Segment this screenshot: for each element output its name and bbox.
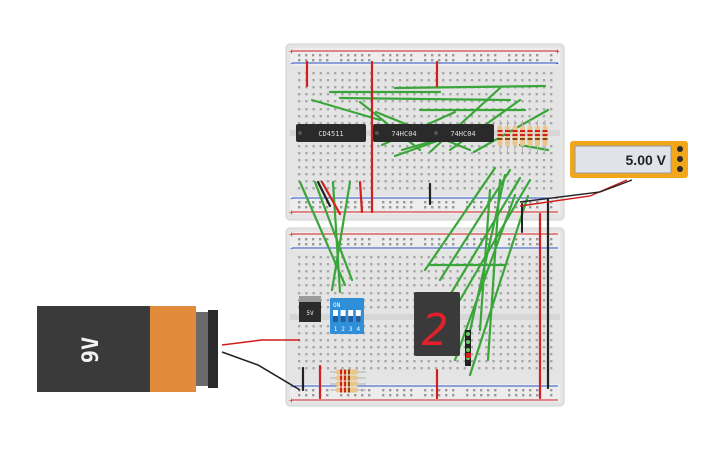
rail-signs: + - + - - + + - - + [289,47,560,405]
resistor-array[interactable] [497,120,548,152]
meter-reading: 5.00 V [626,152,667,168]
resistor [336,375,358,381]
chip-label: CD4511 [318,130,343,138]
svg-text:+: + [289,208,294,217]
battery-label: 9V [79,337,104,364]
chip-label: 74HC04 [391,130,416,138]
pin-header[interactable] [465,330,471,366]
terminal-com-icon [677,166,683,172]
svg-text:-: - [289,244,294,253]
resistor [336,369,358,375]
terminal-v-icon [677,156,683,162]
dip-position-label: 4 [356,326,360,333]
svg-text:-: - [555,59,560,68]
svg-text:+: + [289,230,294,239]
multimeter[interactable]: 5.00 V [570,141,688,178]
resistor [336,387,358,393]
voltage-regulator[interactable]: 5V [299,296,321,322]
dip-position-label: 1 [334,326,338,333]
svg-text:-: - [289,194,294,203]
svg-text:+: + [555,47,560,56]
terminal-a-icon [677,146,683,152]
regulator-label: 5V [306,310,314,317]
dip-position-label: 2 [341,326,345,333]
svg-text:-: - [289,382,294,391]
ic-74hc04-a[interactable]: 74HC04 [373,124,435,142]
dip-switch-title: ON [333,302,341,309]
ic-74hc04-b[interactable]: 74HC04 [432,124,494,142]
seven-segment-display[interactable]: 2 [414,292,460,356]
meter-probes[interactable] [519,179,633,207]
lower-resistor-array[interactable] [330,369,366,393]
ic-cd4511[interactable]: CD4511 [296,124,366,142]
svg-text:+: + [289,47,294,56]
resistor [336,381,358,387]
battery-9v[interactable]: 9V [37,306,218,392]
svg-text:-: - [289,59,294,68]
chip-label: 74HC04 [450,130,475,138]
displayed-digit: 2 [422,305,449,356]
dip-position-label: 3 [349,326,353,333]
svg-text:+: + [289,396,294,405]
power-jumpers[interactable] [301,60,550,400]
battery-wires[interactable] [221,339,301,391]
